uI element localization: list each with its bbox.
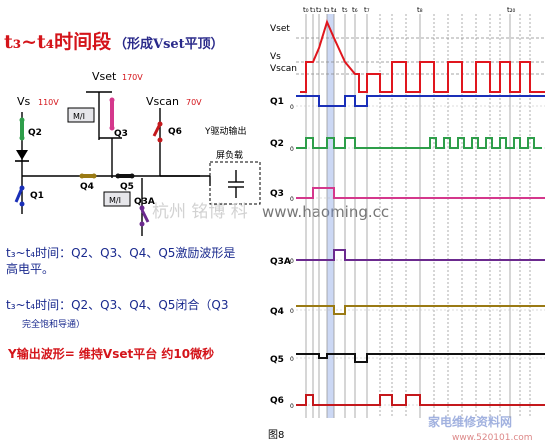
voltage-label: Vs	[270, 52, 281, 62]
voltage-label: Vscan	[270, 64, 297, 74]
mi-box-top	[67, 107, 95, 123]
vscan-value: 70V	[186, 98, 202, 107]
vs-value: 110V	[38, 98, 59, 107]
text-line-3: t₃~t₄时间：Q2、Q3、Q4、Q5闭合（Q3	[6, 297, 229, 312]
highlight-band	[327, 14, 334, 418]
time-label: t₈	[417, 6, 423, 14]
switch-label-q2: Q2	[28, 128, 42, 138]
switch-q2	[19, 117, 25, 141]
switch-label-q5: Q5	[120, 182, 134, 192]
switch-label-q3: Q3	[114, 129, 128, 139]
switch-q5	[115, 173, 135, 179]
slide-title: t₃~t₄时间段	[4, 30, 112, 53]
zero-label: 0	[290, 196, 294, 203]
mi-label-bottom: M/I	[109, 196, 121, 205]
time-label: t₇	[364, 6, 370, 14]
switch-label-q1: Q1	[30, 191, 44, 201]
time-label: t₂	[316, 6, 322, 14]
vset-label: Vset	[92, 70, 117, 83]
channel-label-q4: Q4	[270, 307, 284, 317]
voltage-label: Vset	[270, 24, 290, 34]
channel-label-q3: Q3	[270, 189, 284, 199]
waveform-q6	[296, 394, 545, 406]
switch-q6	[152, 121, 163, 143]
vs-label: Vs	[17, 95, 31, 108]
zero-label: 0	[290, 258, 294, 265]
footer-logo: 家电维修资料网	[428, 414, 512, 429]
mi-label-top: M/I	[73, 112, 85, 121]
watermark-url: www.haoming.cc	[262, 203, 389, 221]
slide-subtitle: （形成Vset平顶）	[114, 36, 224, 52]
time-label: t₅	[342, 6, 348, 14]
waveform-q5	[296, 353, 545, 363]
circuit-diagram	[21, 91, 261, 236]
time-label: t₄	[331, 6, 337, 14]
time-label: t₂₀	[507, 6, 516, 14]
switch-q3	[109, 97, 115, 131]
footer-url: www.520101.com	[452, 433, 533, 443]
waveform-q2	[296, 137, 542, 149]
text-line-4: 完全饱和导通）	[22, 318, 85, 330]
waveform-q1	[296, 95, 545, 107]
switch-q4	[79, 173, 97, 179]
y-output-label: Y驱动输出	[204, 125, 247, 137]
text-line-1: t₃~t₄时间：Q2、Q3、Q4、Q5激励波形是	[6, 246, 235, 260]
zero-label: 0	[290, 356, 294, 363]
switch-label-q3a: Q3A	[134, 197, 155, 207]
waveform-q3	[296, 187, 545, 199]
time-label: t₃	[324, 6, 330, 14]
text-line-2: 高电平。	[6, 261, 54, 276]
waveform-q3a	[296, 249, 545, 261]
watermark-text: 杭州 铭博 科	[152, 202, 248, 222]
zero-label: 0	[290, 403, 294, 410]
channel-label-q6: Q6	[270, 396, 284, 406]
text-line-5: Y输出波形= 维持Vset平台 约10微秒	[7, 346, 214, 361]
vscan-label: Vscan	[146, 95, 179, 108]
switch-label-q6: Q6	[168, 127, 182, 137]
switch-label-q4: Q4	[80, 182, 94, 192]
switch-q3a	[139, 205, 150, 227]
load-label: 屏负载	[216, 149, 243, 161]
waveform-q4	[296, 305, 545, 315]
zero-label: 0	[290, 104, 294, 111]
channel-label-q3a: Q3A	[270, 257, 291, 267]
zero-label: 0	[290, 308, 294, 315]
zero-label: 0	[290, 146, 294, 153]
channel-label-q5: Q5	[270, 355, 284, 365]
vset-value: 170V	[122, 73, 143, 82]
channel-label-q2: Q2	[270, 139, 284, 149]
time-label: t₁	[310, 6, 316, 14]
vout-waveform	[300, 19, 545, 93]
figure-caption: 图8	[268, 429, 284, 441]
time-label: t₆	[352, 6, 358, 14]
time-label: t₀	[303, 6, 309, 14]
switch-q1	[14, 185, 25, 207]
diode-symbol	[15, 150, 29, 162]
channel-label-q1: Q1	[270, 97, 284, 107]
mi-box-bottom	[103, 191, 131, 207]
